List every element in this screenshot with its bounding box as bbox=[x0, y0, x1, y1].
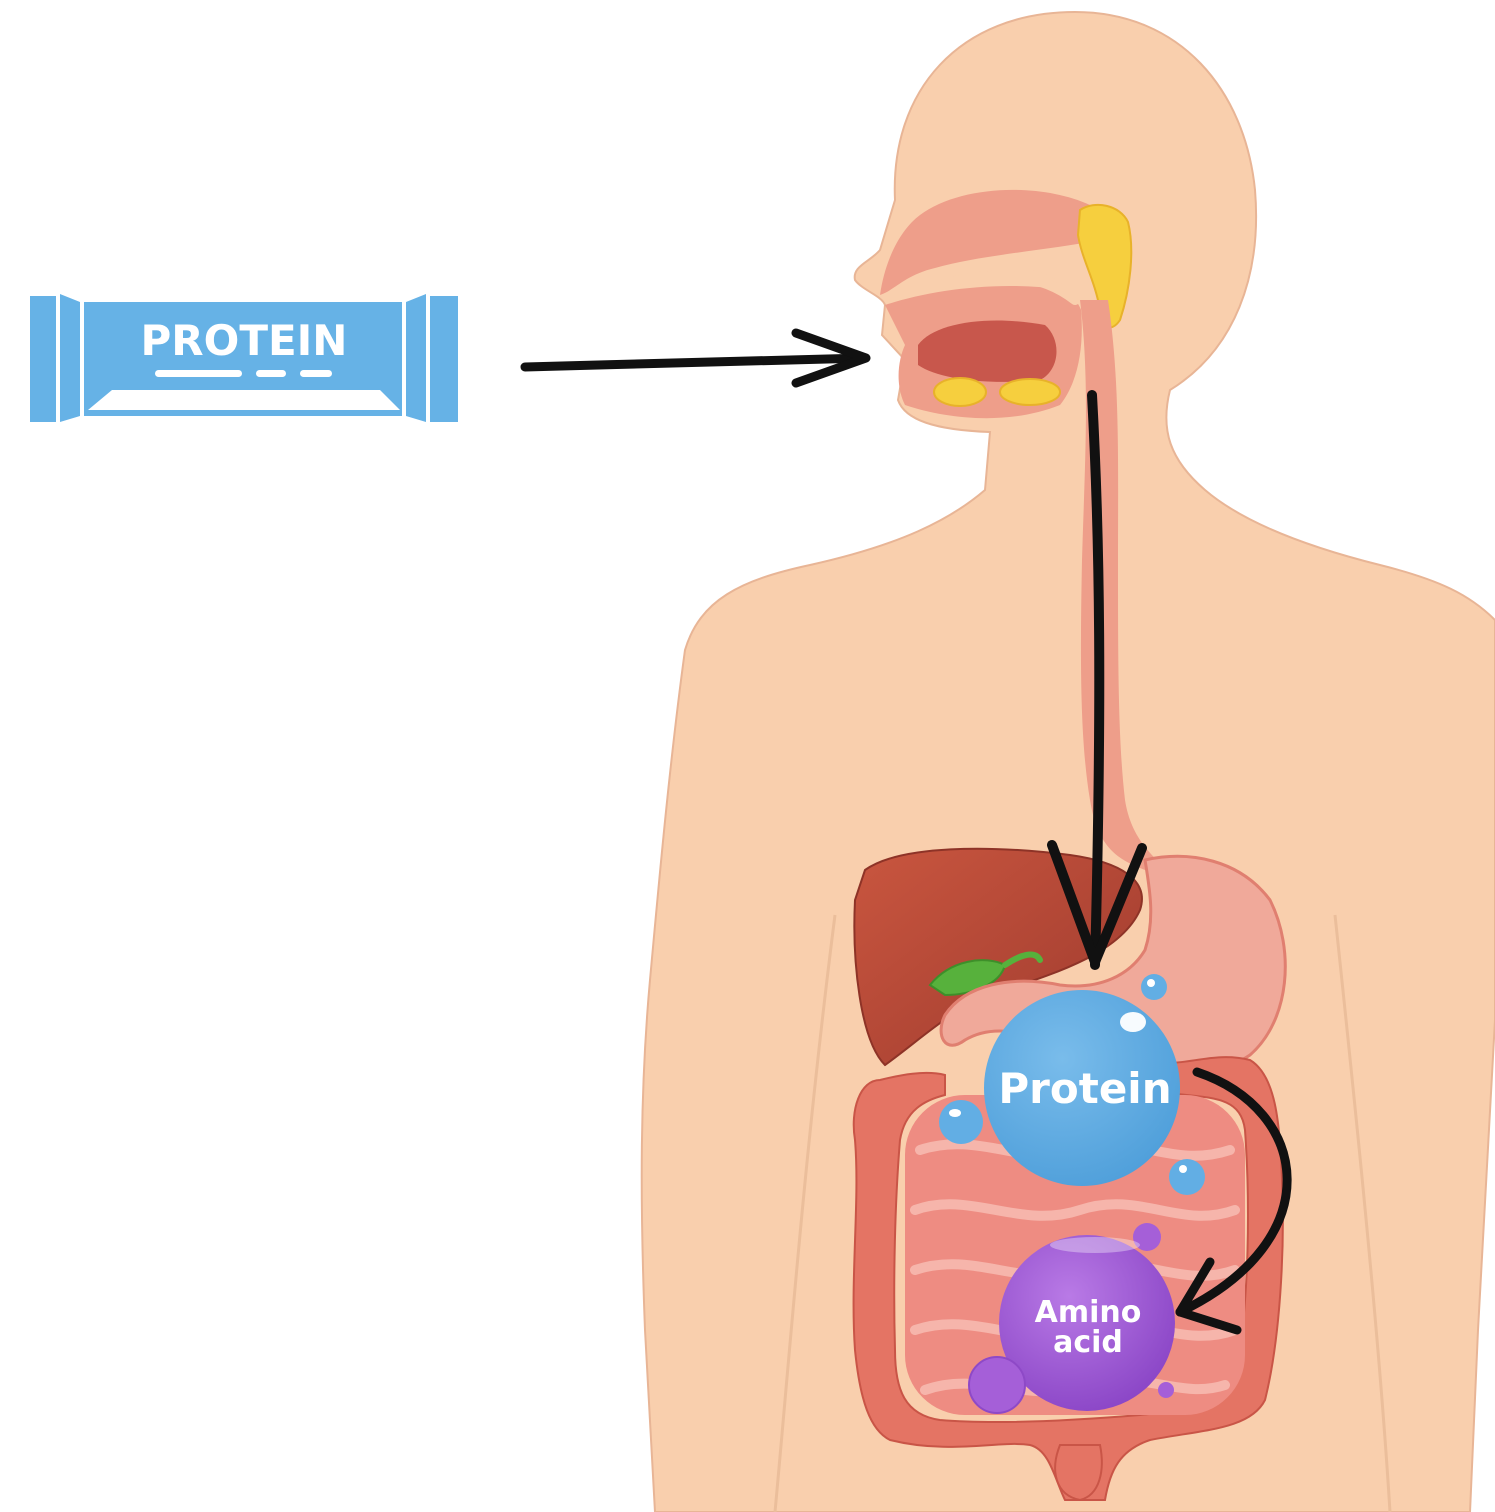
protein-bar-left-crimp bbox=[30, 296, 56, 422]
dash-3 bbox=[300, 370, 332, 377]
dash-2 bbox=[256, 370, 286, 377]
protein-bubble-label: Protein bbox=[998, 1064, 1171, 1113]
arrow-right bbox=[525, 358, 865, 367]
sublingual-gland-icon bbox=[934, 378, 986, 406]
protein-bar-left-seam bbox=[60, 294, 80, 422]
protein-small-bubble-2 bbox=[939, 1100, 983, 1144]
amino-small-bubble-2 bbox=[969, 1357, 1025, 1413]
protein-bubble-shine bbox=[1120, 1012, 1146, 1032]
protein-small-bubble-1 bbox=[1141, 974, 1167, 1000]
amino-label-line2: acid bbox=[1053, 1325, 1123, 1360]
protein-bar-right-crimp bbox=[430, 296, 458, 422]
amino-small-bubble-3 bbox=[1158, 1382, 1174, 1398]
protein-bar-highlight bbox=[88, 390, 400, 410]
amino-bubble-shine bbox=[1050, 1237, 1140, 1253]
oral-cavity bbox=[880, 190, 1100, 418]
protein-bar-right-seam bbox=[406, 294, 426, 422]
submandibular-gland-icon bbox=[1000, 379, 1060, 405]
dash-1 bbox=[155, 370, 242, 377]
protein-small-bubble-3 bbox=[1169, 1159, 1205, 1195]
protein-bar-label: PROTEIN bbox=[141, 316, 348, 365]
protein-bar: PROTEIN bbox=[30, 294, 458, 422]
